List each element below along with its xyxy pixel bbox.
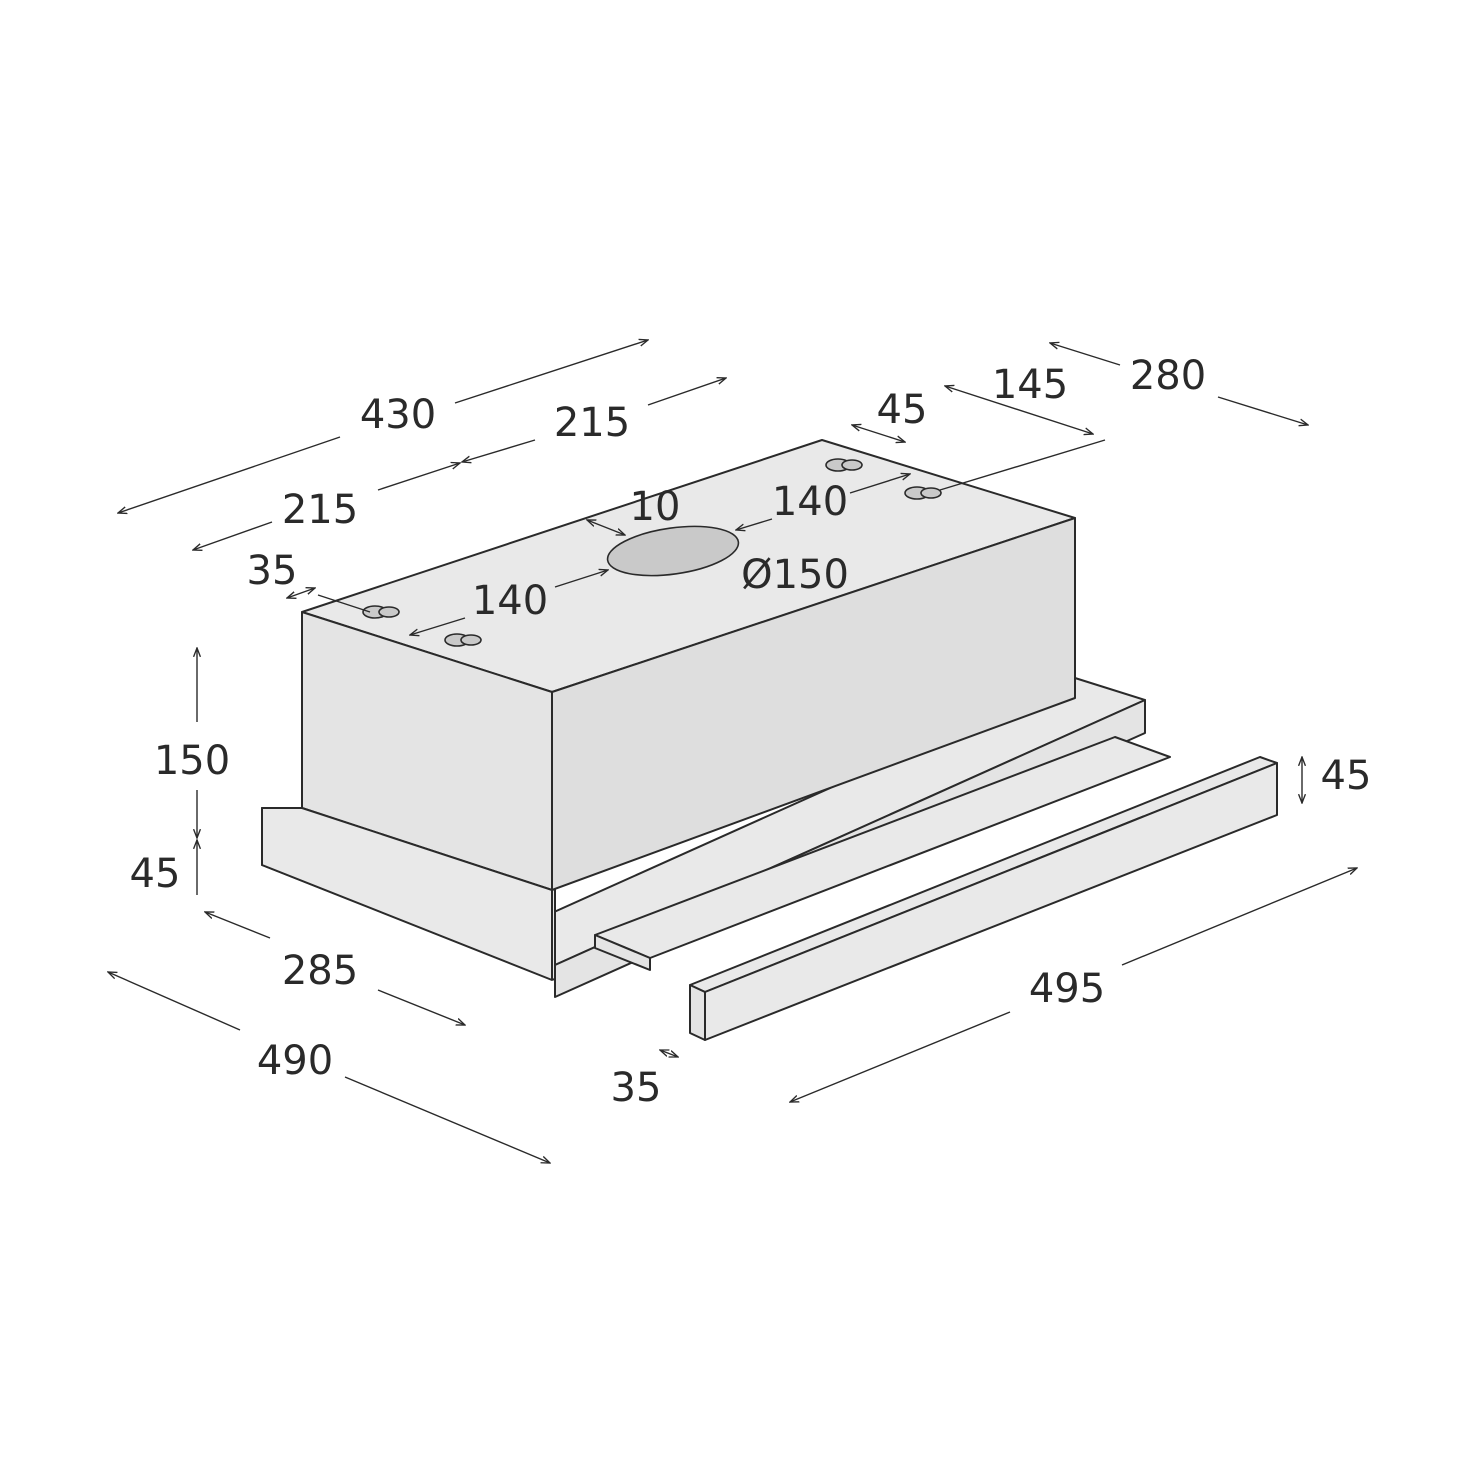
label-top-half-right: 215 [554, 400, 630, 446]
label-hole-offset: 10 [630, 484, 681, 530]
label-base-depth: 285 [282, 948, 358, 994]
label-visor-height: 45 [1321, 753, 1372, 799]
label-hole-to-slot-left: 140 [472, 578, 548, 624]
label-slot-offset-right: 145 [992, 362, 1068, 408]
keyhole-slot-left-rear [362, 605, 400, 619]
visor-tray-front-face [594, 934, 651, 971]
dimension-labels: 430 215 215 280 145 45 140 10 Ø150 140 3… [130, 353, 1372, 1111]
label-slot-spacing-left: 35 [247, 548, 298, 594]
label-base-height-left: 45 [130, 851, 181, 897]
hood-drawing [261, 439, 1278, 1041]
label-visor-width: 495 [1029, 966, 1105, 1012]
dimension-lines [108, 340, 1357, 1163]
label-overall-depth: 490 [257, 1038, 333, 1084]
label-body-height: 150 [154, 738, 230, 784]
body-front-face [551, 517, 1076, 891]
label-hole-to-slot-right: 140 [772, 479, 848, 525]
base-front-strip [261, 807, 553, 981]
keyhole-slot-left-front [444, 633, 482, 647]
label-hole-diameter: Ø150 [741, 552, 849, 598]
extraction-hole [606, 525, 740, 577]
label-visor-lip: 35 [611, 1065, 662, 1111]
label-top-depth: 280 [1130, 353, 1206, 399]
label-top-half-left: 215 [282, 487, 358, 533]
visor-lip-side-face [689, 984, 706, 1041]
label-top-width: 430 [360, 392, 436, 438]
keyhole-slot-right-rear [825, 458, 863, 472]
keyhole-slot-right-front [904, 486, 942, 500]
label-slot-spacing-right: 45 [877, 387, 928, 433]
